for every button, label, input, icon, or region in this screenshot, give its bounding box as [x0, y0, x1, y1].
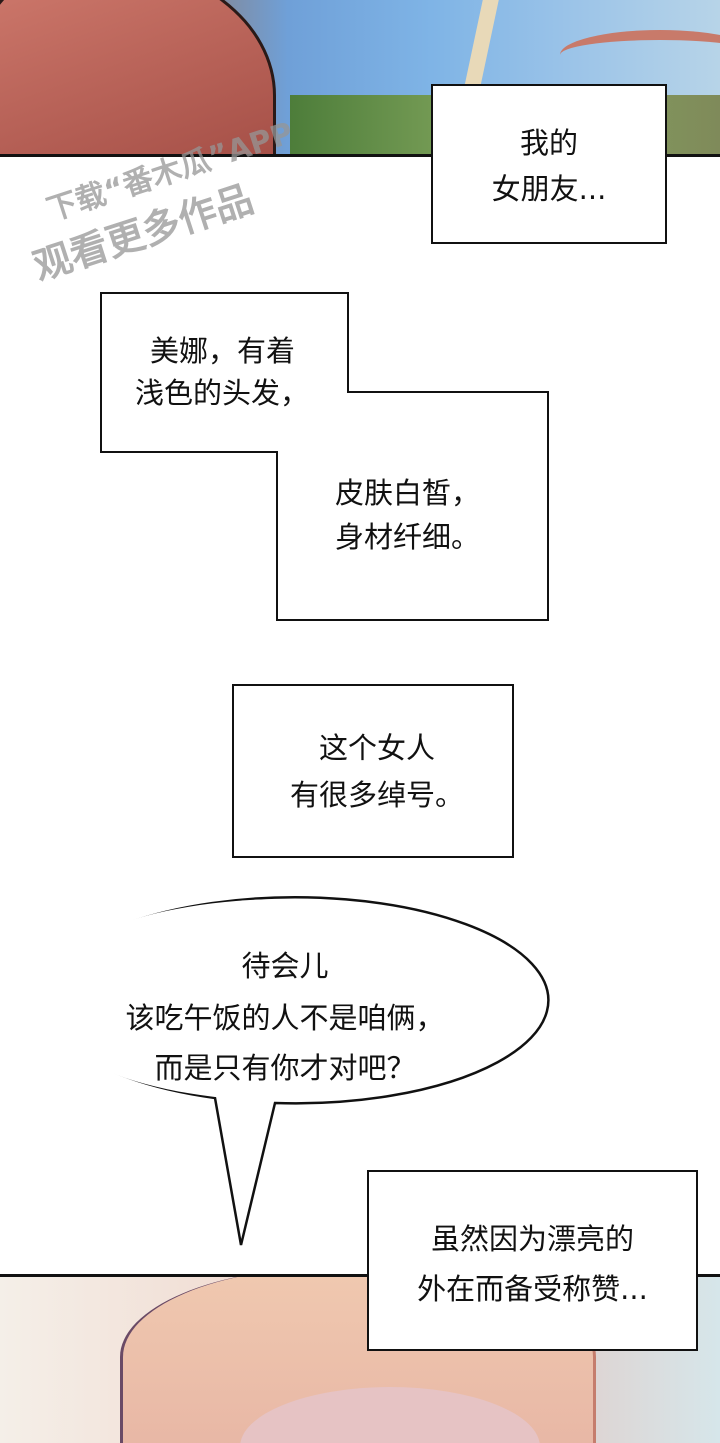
speech-line-2: 该吃午饭的人不是咱俩，	[125, 1001, 445, 1035]
caption-2-line-2: 浅色的头发，	[135, 376, 310, 410]
caption-3-line-2: 身材纤细。	[335, 520, 481, 554]
speech-line-3: 而是只有你才对吧？	[154, 1051, 416, 1085]
caption-5-line-1: 虽然因为漂亮的	[430, 1222, 634, 1256]
background-bridge	[560, 30, 720, 80]
speech-line-1: 待会儿	[241, 949, 329, 983]
caption-2-line-1: 美娜，有着	[150, 334, 296, 368]
caption-4-line-1: 这个女人	[318, 731, 435, 765]
caption-3-line-1: 皮肤白皙，	[335, 476, 481, 510]
caption-box-5	[367, 1170, 698, 1351]
caption-5-line-2: 外在而备受称赞...	[417, 1272, 648, 1306]
character-figure	[0, 0, 276, 154]
caption-box-4	[232, 684, 514, 858]
bottom-comic-panel	[0, 1274, 720, 1443]
caption-4-line-2: 有很多绰号。	[289, 778, 464, 812]
caption-box-1	[431, 84, 667, 244]
caption-1-line-2: 女朋友...	[491, 172, 607, 206]
caption-1-line-1: 我的	[519, 126, 578, 160]
caption-box-2-outline	[100, 292, 549, 621]
